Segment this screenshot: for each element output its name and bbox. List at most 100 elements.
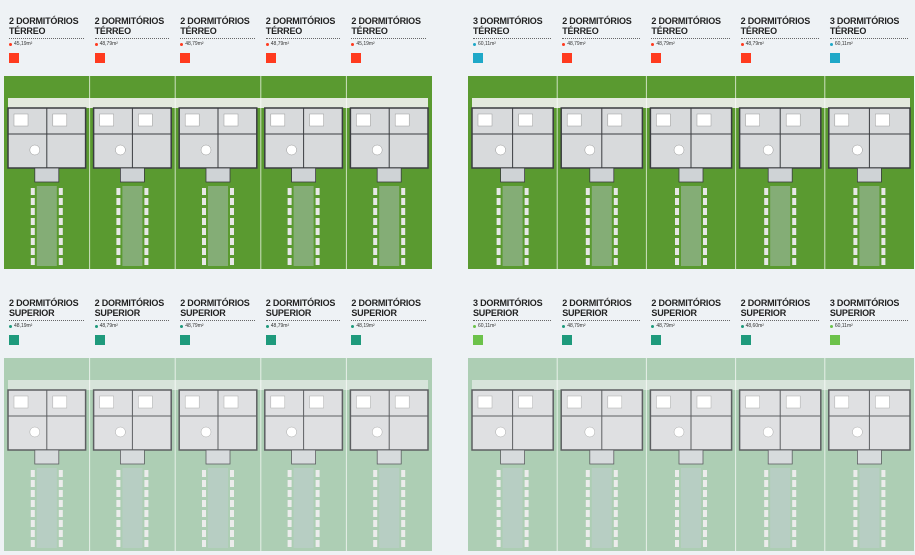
paver — [764, 520, 769, 527]
paver — [524, 258, 529, 265]
paver — [496, 540, 501, 547]
paver — [703, 530, 707, 537]
parking-space — [859, 186, 880, 266]
unit-label[interactable]: 2 DORMITÓRIOS SUPERIOR 48,79m² — [175, 288, 261, 358]
paver — [401, 500, 406, 507]
paver — [116, 540, 121, 547]
unit-label[interactable]: 2 DORMITÓRIOS TÉRREO 45,19m² — [4, 6, 90, 76]
paver — [30, 480, 35, 487]
unit-label[interactable]: 2 DORMITÓRIOS SUPERIOR 48,79m² — [90, 288, 176, 358]
paver — [116, 490, 121, 497]
paver — [585, 500, 590, 507]
bed — [356, 113, 371, 127]
bed — [656, 395, 671, 409]
color-dot — [351, 324, 355, 328]
paver — [287, 218, 292, 225]
unit-label[interactable]: 2 DORMITÓRIOS TÉRREO 48,79m² — [175, 6, 261, 76]
front-porch — [120, 167, 145, 183]
front-porch — [767, 167, 793, 183]
unit-label[interactable]: 2 DORMITÓRIOS TÉRREO 48,79m² — [261, 6, 347, 76]
paver — [764, 198, 769, 205]
unit-label[interactable]: 3 DORMITÓRIOS SUPERIOR 60,11m² — [825, 288, 914, 358]
paver — [287, 208, 292, 215]
unit-label[interactable]: 2 DORMITÓRIOS SUPERIOR 48,79m² — [261, 288, 347, 358]
front-porch — [678, 449, 704, 465]
paver — [373, 490, 378, 497]
unit-type: 2 DORMITÓRIOS — [651, 16, 721, 26]
front-porch — [34, 449, 60, 465]
parking-space — [122, 468, 143, 548]
unit-label[interactable]: 2 DORMITÓRIOS SUPERIOR 48,79m² — [646, 288, 735, 358]
divider — [562, 320, 641, 321]
patio-strip — [472, 98, 910, 108]
front-porch — [120, 449, 145, 465]
bed — [477, 395, 493, 409]
divider — [351, 320, 426, 321]
paver — [585, 540, 590, 547]
unit-floor: SUPERIOR — [351, 308, 397, 318]
paver — [881, 188, 886, 195]
unit-area: 48,79m² — [185, 41, 204, 47]
color-dot — [9, 42, 12, 46]
plan-drawing — [4, 76, 432, 269]
paver — [287, 520, 292, 527]
unit-label[interactable]: 2 DORMITÓRIOS TÉRREO 48,79m² — [736, 6, 825, 76]
unit-label[interactable]: 2 DORMITÓRIOS TÉRREO 48,79m² — [90, 6, 176, 76]
plan-drawing — [4, 358, 432, 551]
paver — [881, 530, 886, 537]
unit-labels-row: 2 DORMITÓRIOS TÉRREO 45,19m² 2 DORMITÓRI… — [4, 6, 432, 76]
unit-label[interactable]: 3 DORMITÓRIOS TÉRREO 60,11m² — [468, 6, 557, 76]
color-dot — [651, 42, 655, 46]
paver — [144, 228, 149, 235]
color-swatch — [829, 335, 840, 345]
unit-label[interactable]: 2 DORMITÓRIOS TÉRREO 45,19m² — [346, 6, 432, 76]
unit-label[interactable]: 2 DORMITÓRIOS TÉRREO 48,79m² — [557, 6, 646, 76]
divider — [473, 38, 552, 39]
paver — [764, 208, 769, 215]
paver — [30, 530, 35, 537]
unit-label[interactable]: 3 DORMITÓRIOS TÉRREO 60,11m² — [825, 6, 914, 76]
paver — [675, 198, 679, 205]
paver — [58, 520, 63, 527]
color-dot — [473, 42, 476, 46]
paver — [373, 218, 378, 225]
paver — [287, 228, 292, 235]
bed — [309, 113, 324, 127]
paver — [116, 188, 121, 195]
unit-type: 3 DORMITÓRIOS — [473, 16, 543, 26]
color-swatch — [94, 335, 105, 345]
paver — [764, 530, 769, 537]
front-porch — [500, 449, 525, 465]
unit-type: 3 DORMITÓRIOS — [829, 16, 900, 26]
bed — [99, 395, 114, 409]
color-dot — [265, 324, 269, 328]
bed — [138, 395, 153, 409]
unit-label[interactable]: 3 DORMITÓRIOS SUPERIOR 60,11m² — [468, 288, 557, 358]
paver — [853, 188, 858, 195]
paver — [881, 238, 886, 245]
unit-area: 48,79m² — [656, 323, 675, 329]
paver — [315, 248, 320, 255]
unit-label[interactable]: 2 DORMITÓRIOS SUPERIOR 48,19m² — [4, 288, 90, 358]
dining-table — [371, 144, 383, 156]
unit-label[interactable]: 2 DORMITÓRIOS SUPERIOR 48,79m² — [557, 288, 646, 358]
paver — [315, 238, 320, 245]
unit-area: 60,11m² — [478, 323, 496, 329]
unit-label[interactable]: 2 DORMITÓRIOS TÉRREO 48,79m² — [646, 6, 735, 76]
paver — [202, 258, 206, 265]
front-porch — [205, 449, 231, 465]
bed — [184, 113, 200, 127]
paver — [30, 218, 35, 225]
paver — [496, 238, 501, 245]
unit-label[interactable]: 2 DORMITÓRIOS SUPERIOR 48,19m² — [346, 288, 432, 358]
unit-area: 60,11m² — [834, 323, 853, 329]
color-swatch — [351, 335, 362, 345]
paver — [792, 198, 797, 205]
color-dot — [9, 324, 12, 328]
paver — [792, 480, 797, 487]
divider — [9, 320, 84, 321]
bed — [785, 113, 801, 127]
paver — [373, 470, 378, 477]
paver — [144, 480, 149, 487]
unit-label[interactable]: 2 DORMITÓRIOS SUPERIOR 48,60m² — [736, 288, 825, 358]
